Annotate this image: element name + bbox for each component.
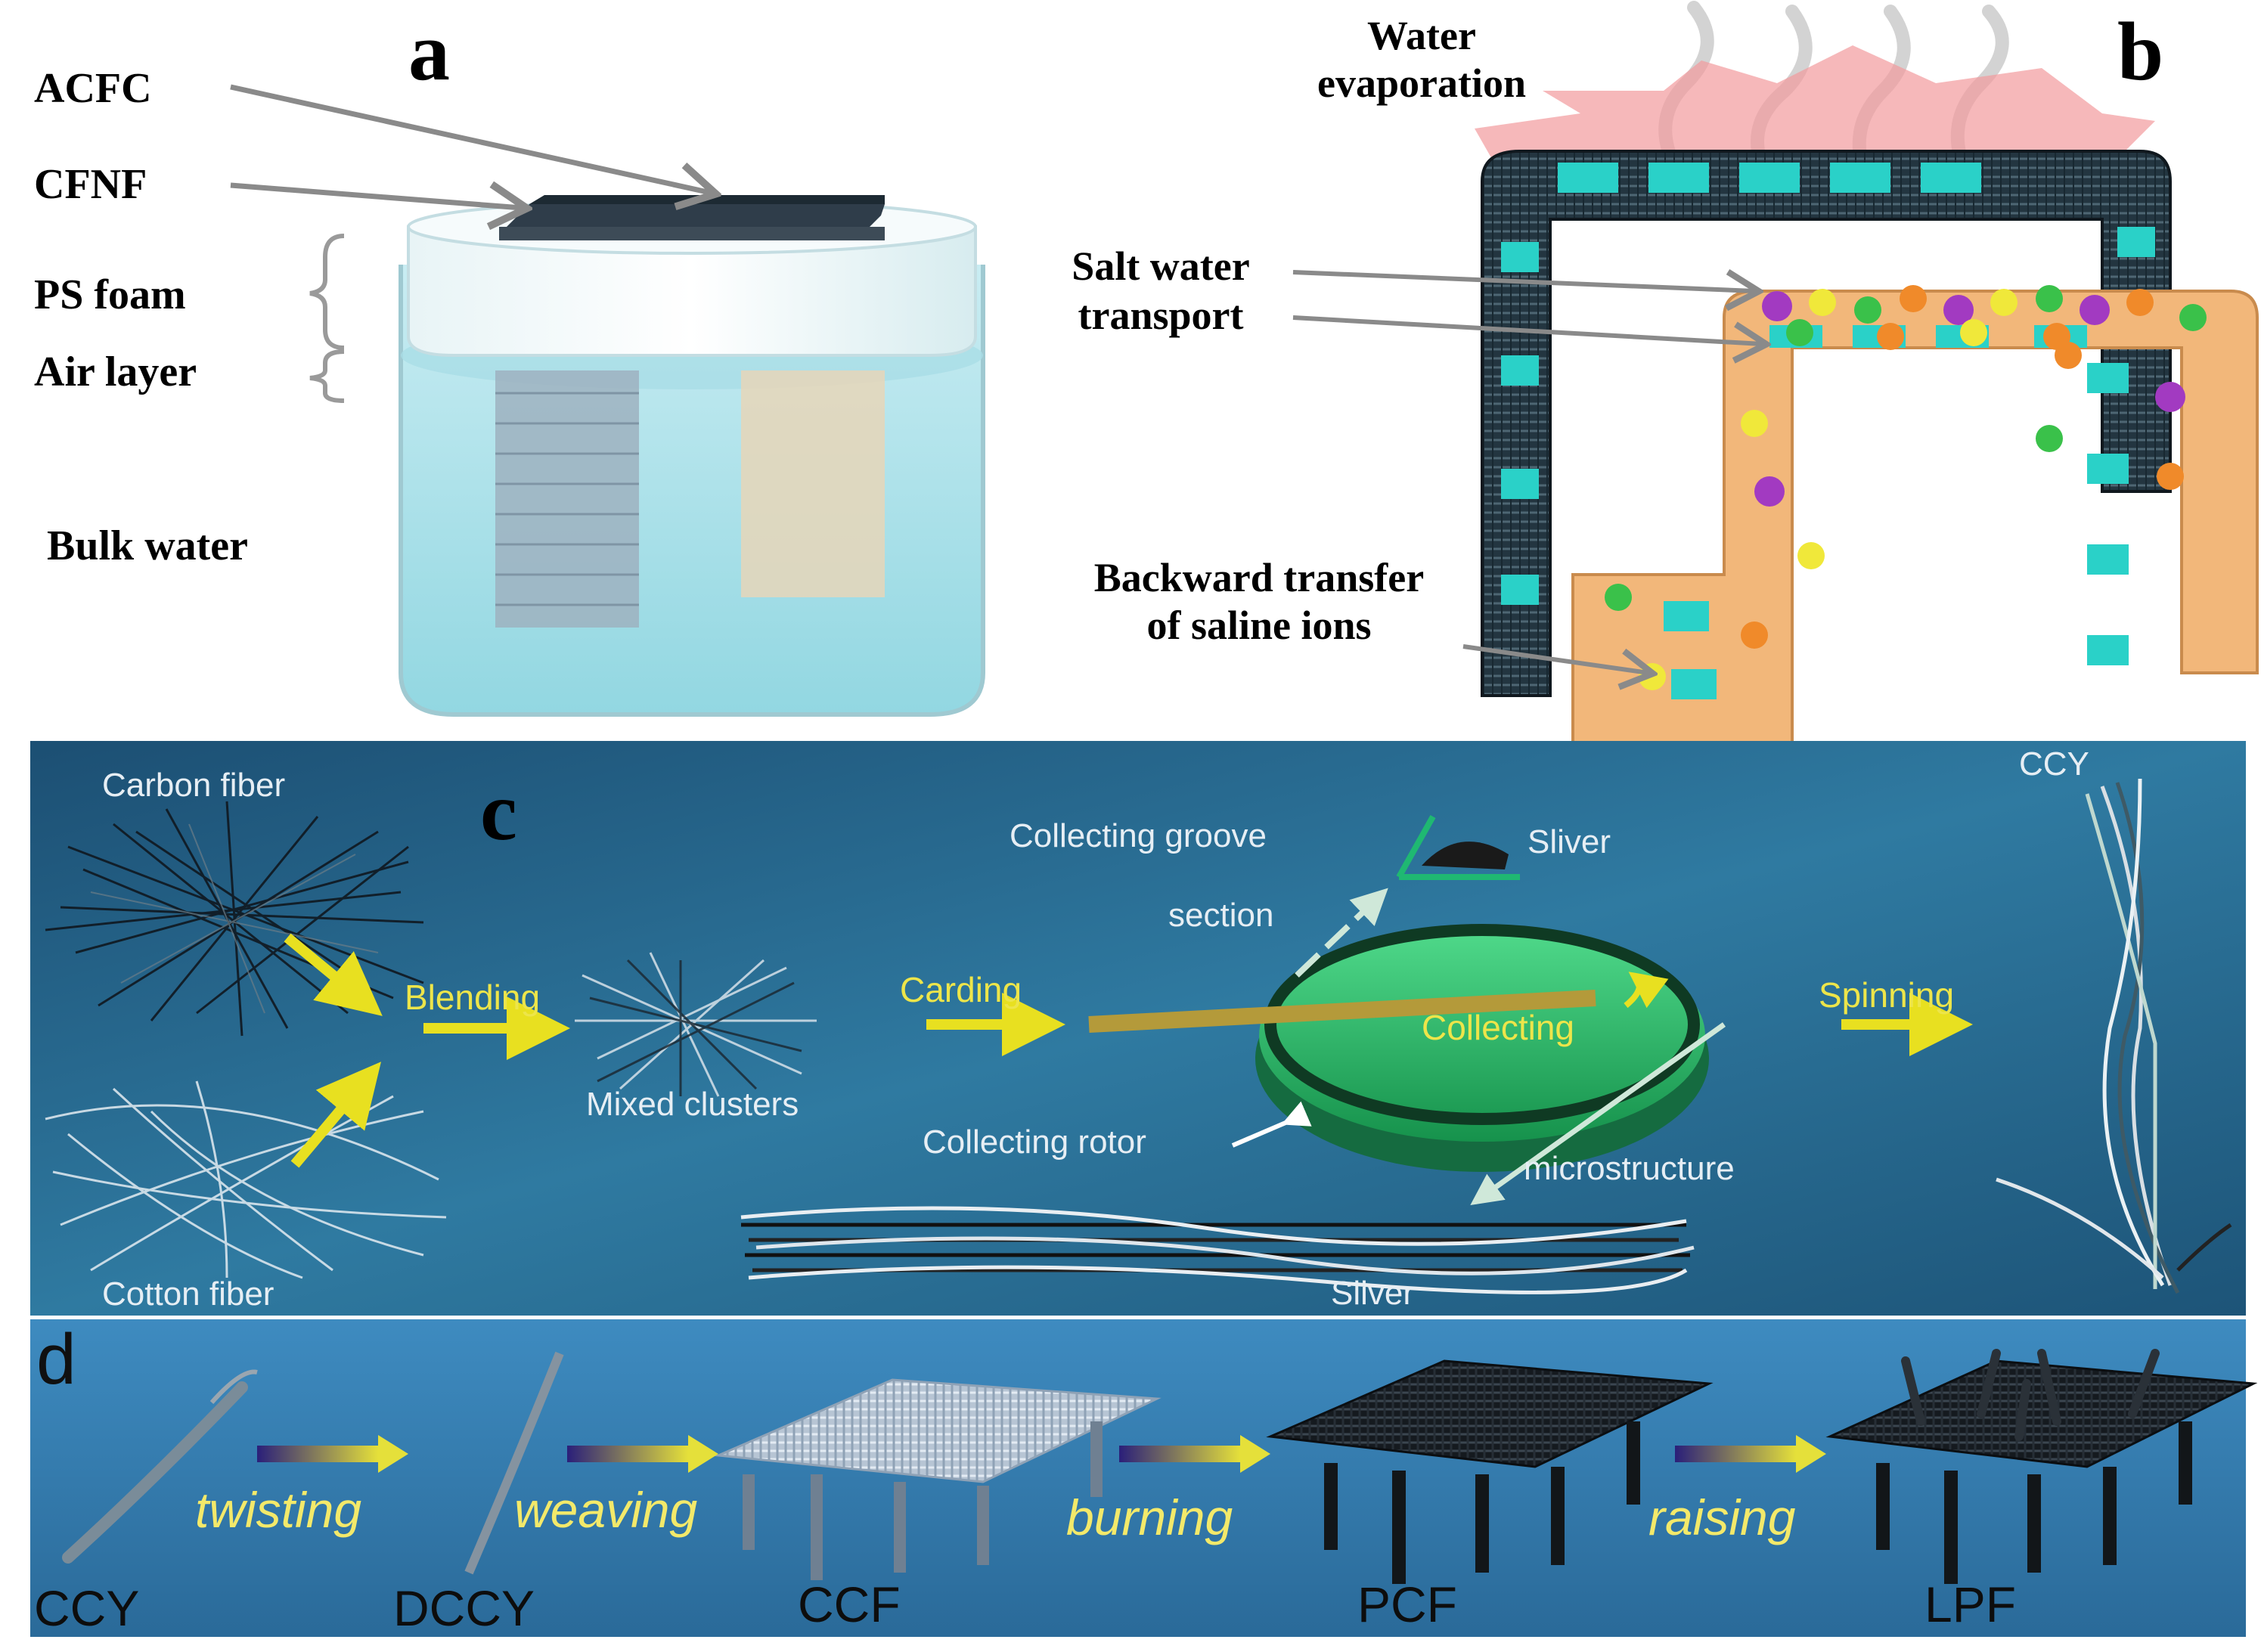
label-evaporation: evaporation bbox=[1317, 60, 1526, 106]
salt-water-pointer-1 bbox=[1292, 272, 1754, 291]
microstructure-pointer bbox=[1470, 1022, 1726, 1206]
teal-marks-dark bbox=[1501, 163, 2155, 605]
panel-c: c bbox=[30, 741, 2246, 1316]
label-spinning: Spinning bbox=[1819, 975, 1954, 1015]
product-ccy: CCY bbox=[34, 1580, 139, 1636]
step-weaving: weaving bbox=[514, 1482, 697, 1538]
product-lpf: LPF bbox=[1924, 1576, 2016, 1632]
rotor-pointer bbox=[1231, 1101, 1312, 1148]
ions bbox=[1605, 285, 2207, 690]
panel-d-letter: d bbox=[36, 1319, 76, 1399]
collecting-groove-illustration bbox=[1396, 815, 1520, 880]
yellow-flow-arrows bbox=[284, 933, 1973, 1168]
sliver-microstructure bbox=[740, 1206, 1695, 1294]
step-burning: burning bbox=[1066, 1489, 1233, 1545]
panel-b: b bbox=[1072, 1, 2259, 750]
label-microstructure: microstructure bbox=[1524, 1150, 1735, 1187]
beaker-illustration bbox=[399, 195, 985, 717]
product-pcf: PCF bbox=[1357, 1576, 1457, 1632]
label-carding: Carding bbox=[900, 970, 1022, 1009]
label-section: section bbox=[1168, 897, 1273, 934]
heat-glow bbox=[1475, 45, 2155, 181]
air-layer-brace bbox=[309, 349, 345, 403]
lpf-illustration bbox=[1825, 1349, 2258, 1584]
label-blending: Blending bbox=[405, 978, 540, 1017]
cfnf-pointer bbox=[230, 185, 522, 208]
label-collecting-groove: Collecting groove bbox=[1010, 817, 1267, 854]
label-backward-transfer: Backward transfer bbox=[1094, 555, 1424, 600]
label-sliver-bottom: Sliver bbox=[1331, 1275, 1414, 1312]
acfc-pointer bbox=[230, 84, 711, 193]
label-collecting: Collecting bbox=[1422, 1008, 1574, 1047]
saline-ions-pointer bbox=[1462, 644, 1648, 673]
label-mixed-clusters: Mixed clusters bbox=[586, 1086, 799, 1123]
pcf-illustration bbox=[1266, 1359, 1714, 1584]
ps-foam-brace bbox=[309, 234, 345, 350]
ccy-illustration bbox=[62, 1381, 248, 1564]
section-pointer bbox=[1295, 888, 1388, 978]
salt-water-pointer-2 bbox=[1292, 315, 1762, 344]
ccy-yarn-illustration bbox=[1996, 778, 2232, 1294]
label-saline-ions: of saline ions bbox=[1146, 603, 1371, 648]
label-sliver-top: Sliver bbox=[1527, 823, 1611, 860]
panel-a-letter: a bbox=[408, 5, 450, 98]
panel-d: d bbox=[30, 1319, 2258, 1637]
label-carbon-fiber: Carbon fiber bbox=[102, 767, 285, 804]
product-dccy: DCCY bbox=[393, 1580, 535, 1636]
step-raising: raising bbox=[1648, 1489, 1796, 1545]
panel-d-background bbox=[30, 1319, 2246, 1637]
dccy-illustration bbox=[464, 1351, 564, 1575]
product-ccf: CCF bbox=[798, 1576, 901, 1632]
label-air-layer: Air layer bbox=[34, 349, 197, 395]
label-collecting-rotor: Collecting rotor bbox=[923, 1124, 1146, 1161]
label-acfc: ACFC bbox=[34, 65, 152, 112]
label-cfnf: CFNF bbox=[34, 161, 147, 208]
label-ps-foam: PS foam bbox=[34, 271, 186, 318]
panel-b-letter: b bbox=[2117, 5, 2163, 98]
label-transport: transport bbox=[1078, 293, 1244, 338]
panel-c-letter: c bbox=[480, 765, 517, 857]
panel-a: a ACFC bbox=[34, 5, 985, 717]
label-salt-water: Salt water bbox=[1072, 243, 1249, 289]
label-cotton-fiber: Cotton fiber bbox=[102, 1275, 274, 1313]
label-water: Water bbox=[1367, 13, 1476, 58]
step-arrows bbox=[257, 1435, 1826, 1473]
label-ccy-top: CCY bbox=[2019, 745, 2089, 783]
step-twisting: twisting bbox=[195, 1482, 361, 1538]
cotton-fiber-cluster bbox=[45, 1080, 447, 1279]
ccf-illustration bbox=[714, 1378, 1162, 1580]
label-bulk-water: Bulk water bbox=[47, 522, 248, 569]
